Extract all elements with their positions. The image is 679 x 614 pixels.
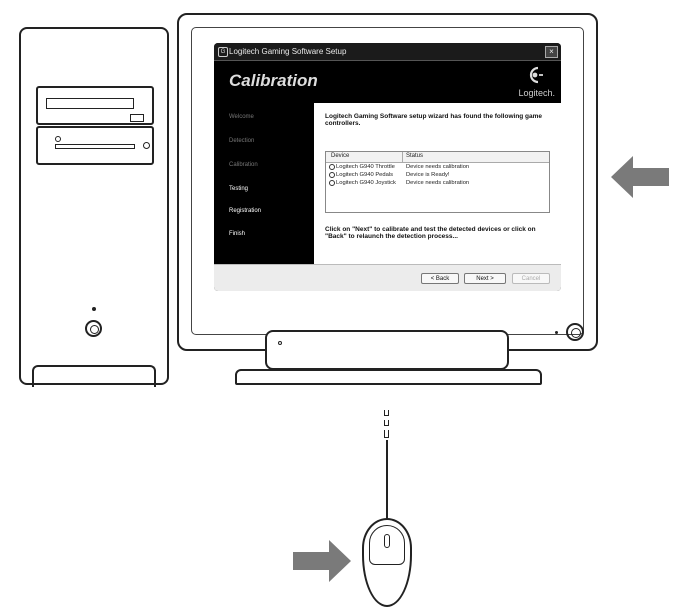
row-device: Logitech G940 Throttle xyxy=(336,164,395,170)
setup-wizard-dialog: G Logitech Gaming Software Setup × Calib… xyxy=(214,43,561,291)
media-drive-led xyxy=(55,136,61,142)
tower-power-button xyxy=(85,320,102,337)
row-device: Logitech G940 Joystick xyxy=(336,180,396,186)
step-testing: Testing xyxy=(229,186,249,192)
row-status: Device needs calibration xyxy=(406,180,470,186)
arrow-right-icon xyxy=(293,540,351,582)
intro-text: Logitech Gaming Software setup wizard ha… xyxy=(325,113,543,127)
media-drive-button xyxy=(143,142,150,149)
table-row[interactable]: Logitech G940 Joystick Device needs cali… xyxy=(326,180,549,188)
list-header: Device Status xyxy=(326,152,549,163)
step-welcome: Welcome xyxy=(229,114,254,120)
logitech-app-icon: G xyxy=(218,47,228,57)
tower-power-led xyxy=(92,307,96,311)
page-title: Calibration xyxy=(229,71,318,90)
mouse xyxy=(362,518,412,607)
step-detection: Detection xyxy=(229,138,255,144)
table-row[interactable]: Logitech G940 Throttle Device needs cali… xyxy=(326,164,549,172)
monitor-stand-base xyxy=(235,369,542,385)
step-finish: Finish xyxy=(229,231,246,237)
wizard-header: Calibration Logitech. xyxy=(214,61,561,103)
step-calibration: Calibration xyxy=(229,162,258,168)
column-status[interactable]: Status xyxy=(406,153,424,159)
arrow-left-icon xyxy=(611,156,669,198)
pc-tower xyxy=(19,27,169,387)
window-title: Logitech Gaming Software Setup xyxy=(229,47,347,56)
media-drive-bay xyxy=(36,126,154,165)
mouse-cable-plug xyxy=(384,430,389,438)
brand-name: Logitech. xyxy=(518,88,555,98)
window-titlebar: G Logitech Gaming Software Setup × xyxy=(214,43,561,61)
media-drive-slot xyxy=(55,144,135,149)
mouse-cable-plug xyxy=(384,410,389,416)
close-button[interactable]: × xyxy=(545,46,558,58)
step-registration: Registration xyxy=(229,208,262,214)
monitor-power-led xyxy=(555,331,558,334)
logitech-logo-icon xyxy=(529,66,543,84)
column-device[interactable]: Device xyxy=(331,153,350,159)
table-row[interactable]: Logitech G940 Pedals Device is Ready! xyxy=(326,172,549,180)
row-status: Device is Ready! xyxy=(406,172,450,178)
wizard-steps-sidebar: Welcome Detection Calibration Testing Re… xyxy=(214,103,314,264)
tower-foot-panel xyxy=(32,365,156,387)
button-bar: < Back Next > Cancel xyxy=(214,264,561,291)
optical-drive-bay xyxy=(36,86,154,125)
column-separator[interactable] xyxy=(402,152,403,162)
controller-icon xyxy=(329,180,335,186)
wizard-content: Logitech Gaming Software setup wizard ha… xyxy=(314,103,561,264)
mouse-scroll-wheel xyxy=(384,534,390,548)
next-button[interactable]: Next > xyxy=(464,273,506,284)
monitor-power-button xyxy=(566,323,584,341)
optical-drive-slot xyxy=(46,98,134,109)
mouse-cable xyxy=(386,440,388,520)
controller-icon xyxy=(329,172,335,178)
cancel-button[interactable]: Cancel xyxy=(512,273,550,284)
monitor-stand-dot xyxy=(278,341,282,345)
mouse-cable-plug xyxy=(384,420,389,426)
optical-drive-eject-button xyxy=(130,114,144,122)
device-list[interactable]: Device Status Logitech G940 Throttle Dev… xyxy=(325,151,550,213)
footer-note: Click on "Next" to calibrate and test th… xyxy=(325,226,536,240)
row-status: Device needs calibration xyxy=(406,164,470,170)
back-button[interactable]: < Back xyxy=(421,273,459,284)
row-device: Logitech G940 Pedals xyxy=(336,172,394,178)
controller-icon xyxy=(329,164,335,170)
mouse-buttons xyxy=(369,525,405,565)
monitor-stand-neck xyxy=(265,330,509,370)
